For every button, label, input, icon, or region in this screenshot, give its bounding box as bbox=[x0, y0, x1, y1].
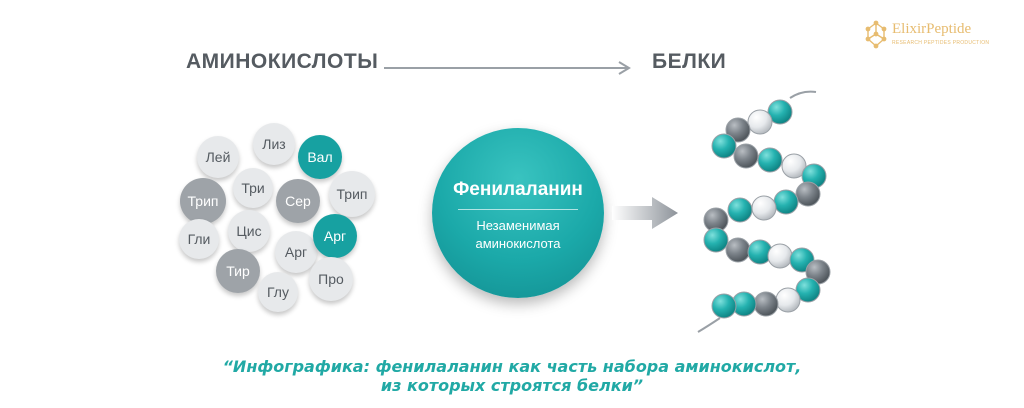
amino-acids-heading: АМИНОКИСЛОТЫ bbox=[186, 50, 379, 73]
amino-acid-label: Вал bbox=[307, 149, 333, 165]
amino-acid-label: Арг bbox=[284, 244, 308, 260]
amino-acid-label: Арг bbox=[323, 228, 347, 244]
amino-acid-bubble: Про bbox=[309, 257, 353, 301]
amino-acid-label: Сер bbox=[285, 193, 311, 209]
amino-acid-bubble: Вал bbox=[298, 135, 342, 179]
molecule-logo-icon bbox=[865, 20, 887, 49]
amino-acid-label: Трип bbox=[336, 186, 368, 202]
protein-chain-icon bbox=[697, 90, 831, 333]
subtitle-line-1: Незаменимая bbox=[476, 218, 560, 233]
amino-acid-bubble: Цис bbox=[228, 210, 270, 252]
amino-acid-label: Три bbox=[241, 180, 265, 196]
amino-acid-label: Тир bbox=[226, 263, 250, 279]
amino-acid-label: Лей bbox=[205, 149, 231, 165]
infographic-caption: “Инфографика: фенилаланин как часть набо… bbox=[0, 357, 1024, 395]
amino-acid-bubble: Лиз bbox=[253, 123, 295, 165]
flow-arrow-top bbox=[384, 61, 631, 75]
amino-acid-bubble: Трип bbox=[329, 171, 375, 217]
amino-acid-label: Гли bbox=[187, 231, 211, 247]
phenylalanine-circle: Фенилаланин Незаменимая аминокислота bbox=[432, 128, 604, 298]
proteins-heading: БЕЛКИ bbox=[652, 50, 727, 73]
amino-acid-bubble: Гли bbox=[179, 219, 219, 259]
amino-acid-label: Цис bbox=[236, 223, 262, 239]
amino-acid-bubble: Трип bbox=[180, 178, 226, 224]
brand-logo: ElixirPeptide RESEARCH PEPTIDES PRODUCTI… bbox=[862, 18, 1010, 52]
amino-acid-bubble: Арг bbox=[313, 214, 357, 258]
amino-acid-label: Трип bbox=[187, 193, 219, 209]
amino-acid-label: Глу bbox=[267, 284, 289, 300]
amino-acid-bubble: Арг bbox=[275, 231, 317, 273]
caption-line-2: из которых строятся белки” bbox=[380, 376, 644, 395]
center-divider bbox=[458, 209, 578, 210]
phenylalanine-subtitle: Незаменимая аминокислота bbox=[432, 217, 604, 253]
subtitle-line-2: аминокислота bbox=[475, 236, 561, 251]
caption-line-1: “Инфографика: фенилаланин как часть набо… bbox=[222, 357, 802, 376]
amino-acid-bubble: Лей bbox=[197, 136, 239, 178]
amino-acid-bubble: Три bbox=[233, 168, 273, 208]
phenylalanine-title: Фенилаланин bbox=[453, 179, 583, 200]
amino-acid-bubble: Сер bbox=[276, 179, 320, 223]
brand-name: ElixirPeptide bbox=[892, 21, 972, 37]
amino-acid-bubble: Тир bbox=[216, 249, 260, 293]
arrow-to-protein-icon bbox=[612, 197, 678, 229]
brand-tagline: RESEARCH PEPTIDES PRODUCTION bbox=[892, 40, 990, 46]
amino-acid-label: Про bbox=[318, 271, 344, 287]
amino-acid-bubble: Глу bbox=[258, 272, 298, 312]
amino-acid-label: Лиз bbox=[262, 136, 286, 152]
